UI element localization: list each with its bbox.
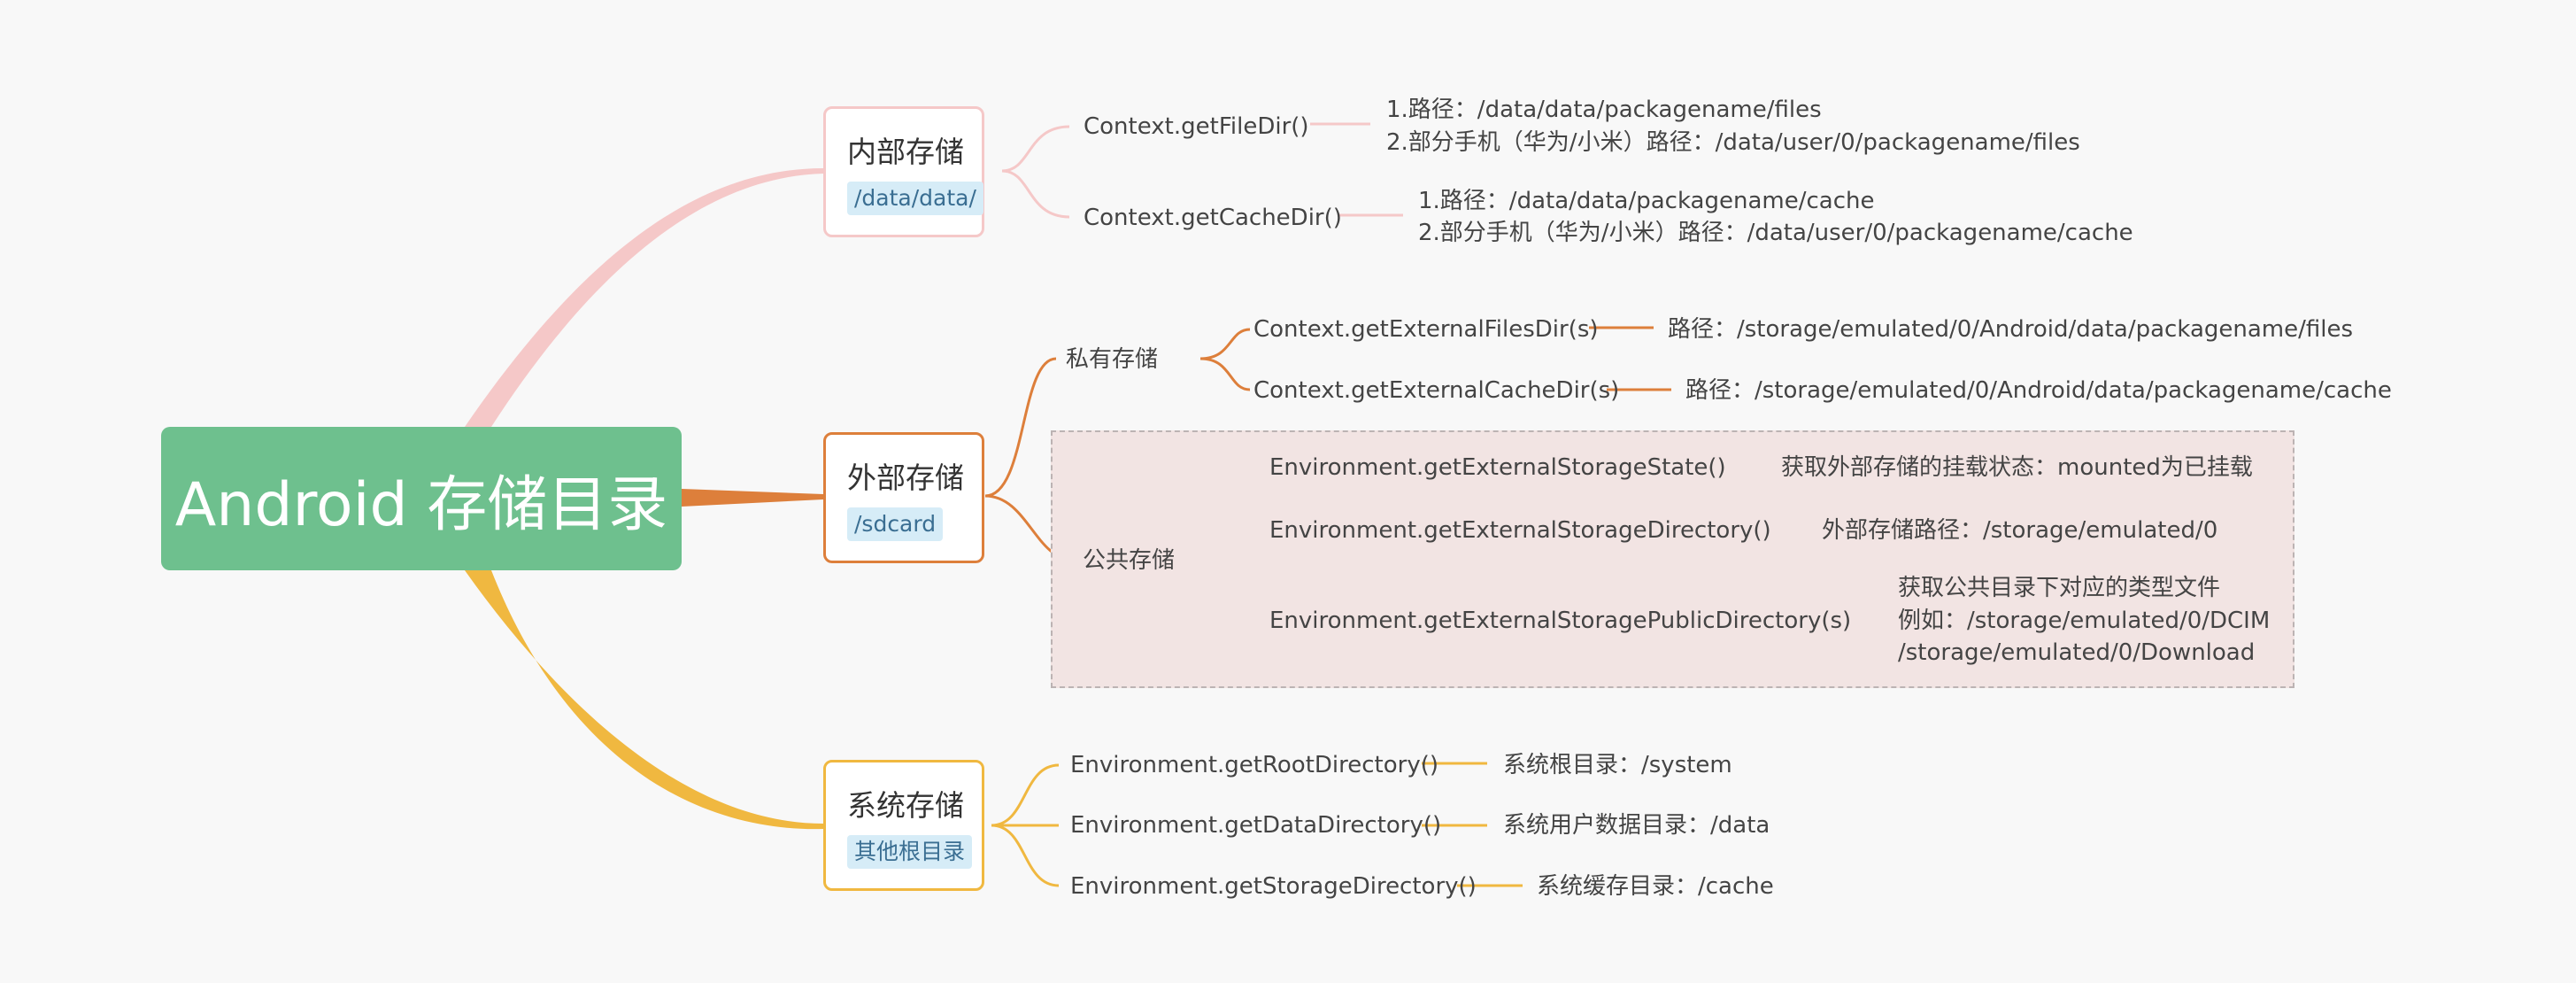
- note-line: 1.路径：/data/data/packagename/files: [1386, 97, 1822, 123]
- method-node[interactable]: Environment.getRootDirectory(): [1070, 752, 1438, 778]
- note-line: 2.部分手机（华为/小米）路径：/data/user/0/packagename…: [1386, 129, 2080, 156]
- note-line: 外部存储路径：/storage/emulated/0: [1822, 517, 2218, 544]
- method-node[interactable]: Context.getExternalFilesDir(s): [1253, 316, 1599, 343]
- branch-tag: /data/data/: [847, 182, 983, 215]
- note-line: 系统根目录：/system: [1503, 752, 1732, 778]
- branch-system-storage[interactable]: 系统存储 其他根目录: [823, 760, 984, 891]
- method-node[interactable]: Environment.getExternalStorageDirectory(…: [1269, 517, 1771, 544]
- method-node[interactable]: Context.getExternalCacheDir(s): [1253, 377, 1620, 404]
- branch-tag: 其他根目录: [847, 835, 973, 869]
- note-line: 系统缓存目录：/cache: [1537, 873, 1774, 900]
- branch-title: 系统存储: [847, 788, 964, 823]
- note-line: 获取外部存储的挂载状态：mounted为已挂载: [1781, 454, 2253, 481]
- note-line: 2.部分手机（华为/小米）路径：/data/user/0/packagename…: [1418, 220, 2133, 246]
- private-storage-label[interactable]: 私有存储: [1066, 346, 1159, 373]
- public-storage-label[interactable]: 公共存储: [1083, 547, 1176, 574]
- branch-internal-storage[interactable]: 内部存储 /data/data/: [823, 106, 984, 237]
- public-storage-region: [1051, 430, 2294, 688]
- branch-title: 内部存储: [847, 135, 964, 169]
- root-node[interactable]: Android 存储目录: [161, 427, 682, 570]
- note-line: 例如：/storage/emulated/0/DCIM: [1898, 608, 2271, 634]
- root-to-internal-connector: [465, 168, 823, 427]
- method-node[interactable]: Context.getFileDir(): [1084, 113, 1309, 140]
- branch-tag: /sdcard: [847, 507, 944, 541]
- branch-title: 外部存储: [847, 461, 964, 495]
- note-line: 1.路径：/data/data/packagename/cache: [1418, 188, 1875, 214]
- root-to-external-connector: [682, 489, 823, 507]
- root-to-system-connector: [465, 570, 823, 830]
- method-node[interactable]: Environment.getExternalStoragePublicDire…: [1269, 608, 1852, 634]
- method-node[interactable]: Environment.getExternalStorageState(): [1269, 454, 1726, 481]
- note-line: 路径：/storage/emulated/0/Android/data/pack…: [1685, 377, 2392, 404]
- note-line: 获取公共目录下对应的类型文件: [1898, 575, 2221, 601]
- note-line: 路径：/storage/emulated/0/Android/data/pack…: [1668, 316, 2354, 343]
- method-node[interactable]: Environment.getDataDirectory(): [1070, 812, 1442, 839]
- method-node[interactable]: Environment.getStorageDirectory(): [1070, 873, 1477, 900]
- method-node[interactable]: Context.getCacheDir(): [1084, 205, 1342, 231]
- note-line: 系统用户数据目录：/data: [1503, 812, 1770, 839]
- branch-external-storage[interactable]: 外部存储 /sdcard: [823, 432, 984, 563]
- note-line: /storage/emulated/0/Download: [1898, 639, 2256, 666]
- root-title: Android 存储目录: [174, 469, 668, 540]
